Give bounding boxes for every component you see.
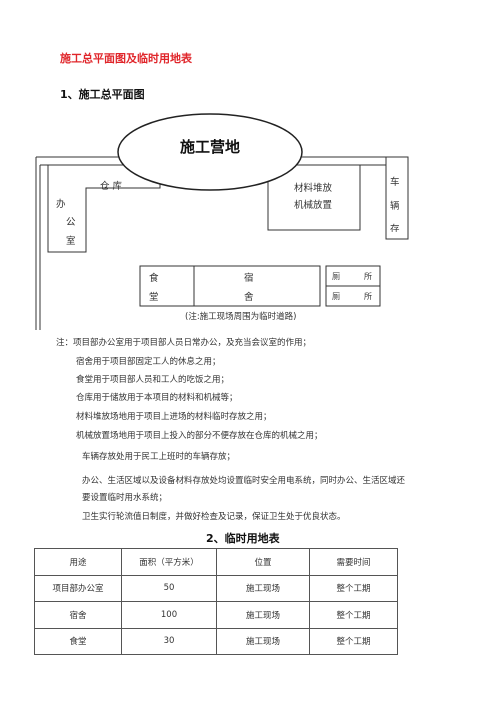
note-line: 机械放置场地用于项目上投入的部分不便存放在仓库的机械之用； (76, 431, 323, 441)
table-cell: 食堂 (34, 627, 122, 655)
note-line: 宿舍用于项目部固定工人的休息之用； (76, 357, 221, 367)
office-label-2: 公 (66, 217, 76, 228)
note-line: 材料堆放场地用于项目上进场的材料临时存放之用； (76, 412, 272, 422)
note-line: 要设置临时用水系统； (82, 493, 168, 503)
table-cell: 整个工期 (309, 574, 398, 602)
section-heading-land-table: 2、临时用地表 (206, 532, 280, 545)
note-line: 卫生实行轮流值日制度，并做好检查及记录，保证卫生处于优良状态。 (82, 512, 346, 522)
table-header-cell: 需要时间 (309, 548, 398, 576)
table-cell: 50 (121, 574, 217, 602)
section-heading-site-plan: 1、施工总平面图 (60, 88, 145, 101)
warehouse-label: 仓 库 (100, 181, 123, 192)
note-line: 仓库用于储放用于本项目的材料和机械等； (76, 393, 238, 403)
table-cell: 施工现场 (216, 574, 310, 602)
table-row: 食堂 30 施工现场 整个工期 (34, 627, 398, 655)
table-cell: 项目部办公室 (34, 574, 122, 602)
canteen-label-2: 堂 (149, 292, 159, 303)
note-line: 食堂用于项目部人员和工人的吃饭之用； (76, 375, 230, 385)
table-cell: 施工现场 (216, 601, 310, 629)
table-cell: 100 (121, 601, 217, 629)
toilet-label-1: 厕 (332, 272, 340, 281)
table-header-row: 用途 面积（平方米） 位置 需要时间 (34, 548, 398, 576)
toilet-label-4: 所 (364, 292, 372, 301)
temporary-land-table: 用途 面积（平方米） 位置 需要时间 项目部办公室 50 施工现场 整个工期 宿… (34, 548, 398, 655)
table-cell: 整个工期 (309, 601, 398, 629)
table-row: 项目部办公室 50 施工现场 整个工期 (34, 574, 398, 602)
document-title: 施工总平面图及临时用地表 (60, 52, 192, 65)
note-line: 车辆存放处用于民工上班时的车辆存放； (82, 452, 236, 462)
vehicle-label-2: 辆 (390, 201, 400, 212)
toilet-label-3: 厕 (332, 292, 340, 301)
machinery-area-label: 机械放置 (294, 200, 333, 211)
table-row: 宿舍 100 施工现场 整个工期 (34, 601, 398, 629)
vehicle-label-3: 存 (390, 224, 400, 232)
note-line: 办公、生活区域以及设备材料存放处均设置临时安全用电系统，同时办公、生活区域还 (82, 476, 406, 486)
table-cell: 宿舍 (34, 601, 122, 629)
toilet-label-2: 所 (364, 272, 372, 281)
table-cell: 整个工期 (309, 627, 398, 655)
table-cell: 30 (121, 627, 217, 655)
table-header-cell: 位置 (216, 548, 310, 576)
camp-label: 施工营地 (180, 138, 241, 156)
table-header-cell: 面积（平方米） (121, 548, 217, 576)
note-line: 注：项目部办公室用于项目部人员日常办公，及充当会议室的作用； (56, 338, 312, 348)
table-cell: 施工现场 (216, 627, 310, 655)
dorm-label-1: 宿 (244, 273, 254, 284)
material-area-label: 材料堆放 (294, 183, 333, 194)
canteen-label-1: 食 (149, 273, 159, 284)
dorm-label-2: 舍 (244, 292, 254, 303)
vehicle-label-1: 车 (390, 177, 400, 188)
road-note: (注:施工现场周围为临时道路) (185, 312, 297, 322)
office-label-1: 办 (56, 199, 66, 210)
camp-ellipse (117, 113, 303, 191)
table-header-cell: 用途 (34, 548, 122, 576)
office-label-3: 室 (66, 236, 76, 247)
